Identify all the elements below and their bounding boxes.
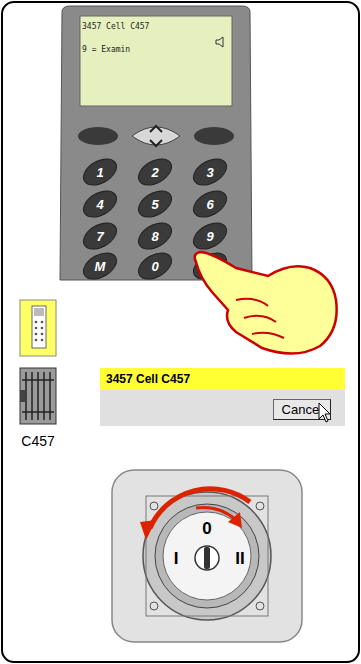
keypad-key [79,217,121,254]
keypad-key [189,153,231,190]
screen-text: 9 = Examin [82,45,218,54]
key-label: 2 [151,166,158,179]
screen-text: 3457 Cell C457 [82,22,218,31]
switch-position: I [174,550,179,567]
cell-label: C457 [21,434,54,448]
keypad-key [189,217,231,254]
phone-icon [20,300,56,356]
key-label: 1 [96,166,103,179]
keypad-key [134,185,176,222]
key-label: 9 [206,230,213,243]
keypad-key [189,185,231,222]
key-label: 5 [151,198,158,211]
key-switch [112,470,302,642]
popup-title: 3457 Cell C457 [100,368,345,390]
switch-position: II [235,550,244,567]
keypad-key [79,247,121,284]
keypad-key [134,153,176,190]
cell-icon [20,368,56,424]
switch-position: 0 [202,520,211,537]
handset [60,6,252,285]
key-label: M [95,260,106,273]
keypad-key [79,153,121,190]
keypad-key [134,217,176,254]
mouse-cursor [319,403,330,422]
lcd-screen: 3457 Cell C457 9 = Examin [82,18,218,54]
key-label: 3 [206,166,213,179]
key-label: 7 [96,230,103,243]
cancel-button: Cancel [273,399,331,420]
key-label: 0 [151,260,158,273]
popup-dialog: 3457 Cell C457Cancel [100,368,345,426]
keypad-key [134,247,176,284]
pointing-hand [195,252,337,354]
key-label: 4 [96,198,103,211]
key-label: 8 [151,230,158,243]
key-label: 6 [206,198,213,211]
button-text: Cancel [282,402,322,417]
keypad-key [79,185,121,222]
